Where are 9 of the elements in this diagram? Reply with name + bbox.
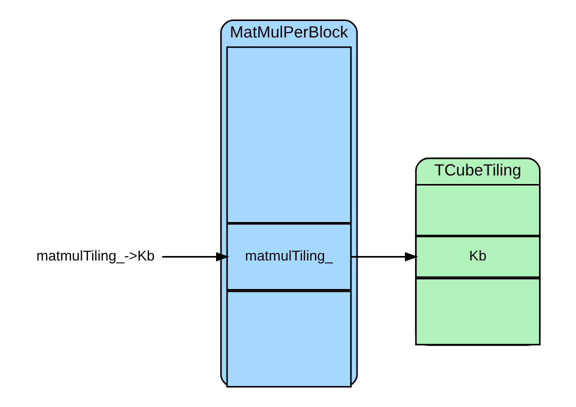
- node-box: [226, 46, 352, 224]
- node-box: [226, 290, 352, 388]
- arrow: [162, 252, 229, 262]
- node-box: [414, 278, 540, 346]
- arrow: [350, 252, 418, 262]
- node-box: matmulTiling_: [226, 223, 352, 291]
- node-box: [414, 184, 540, 236]
- node-text: matmulTiling_->Kb: [36, 248, 154, 265]
- node-box: Kb: [414, 236, 540, 278]
